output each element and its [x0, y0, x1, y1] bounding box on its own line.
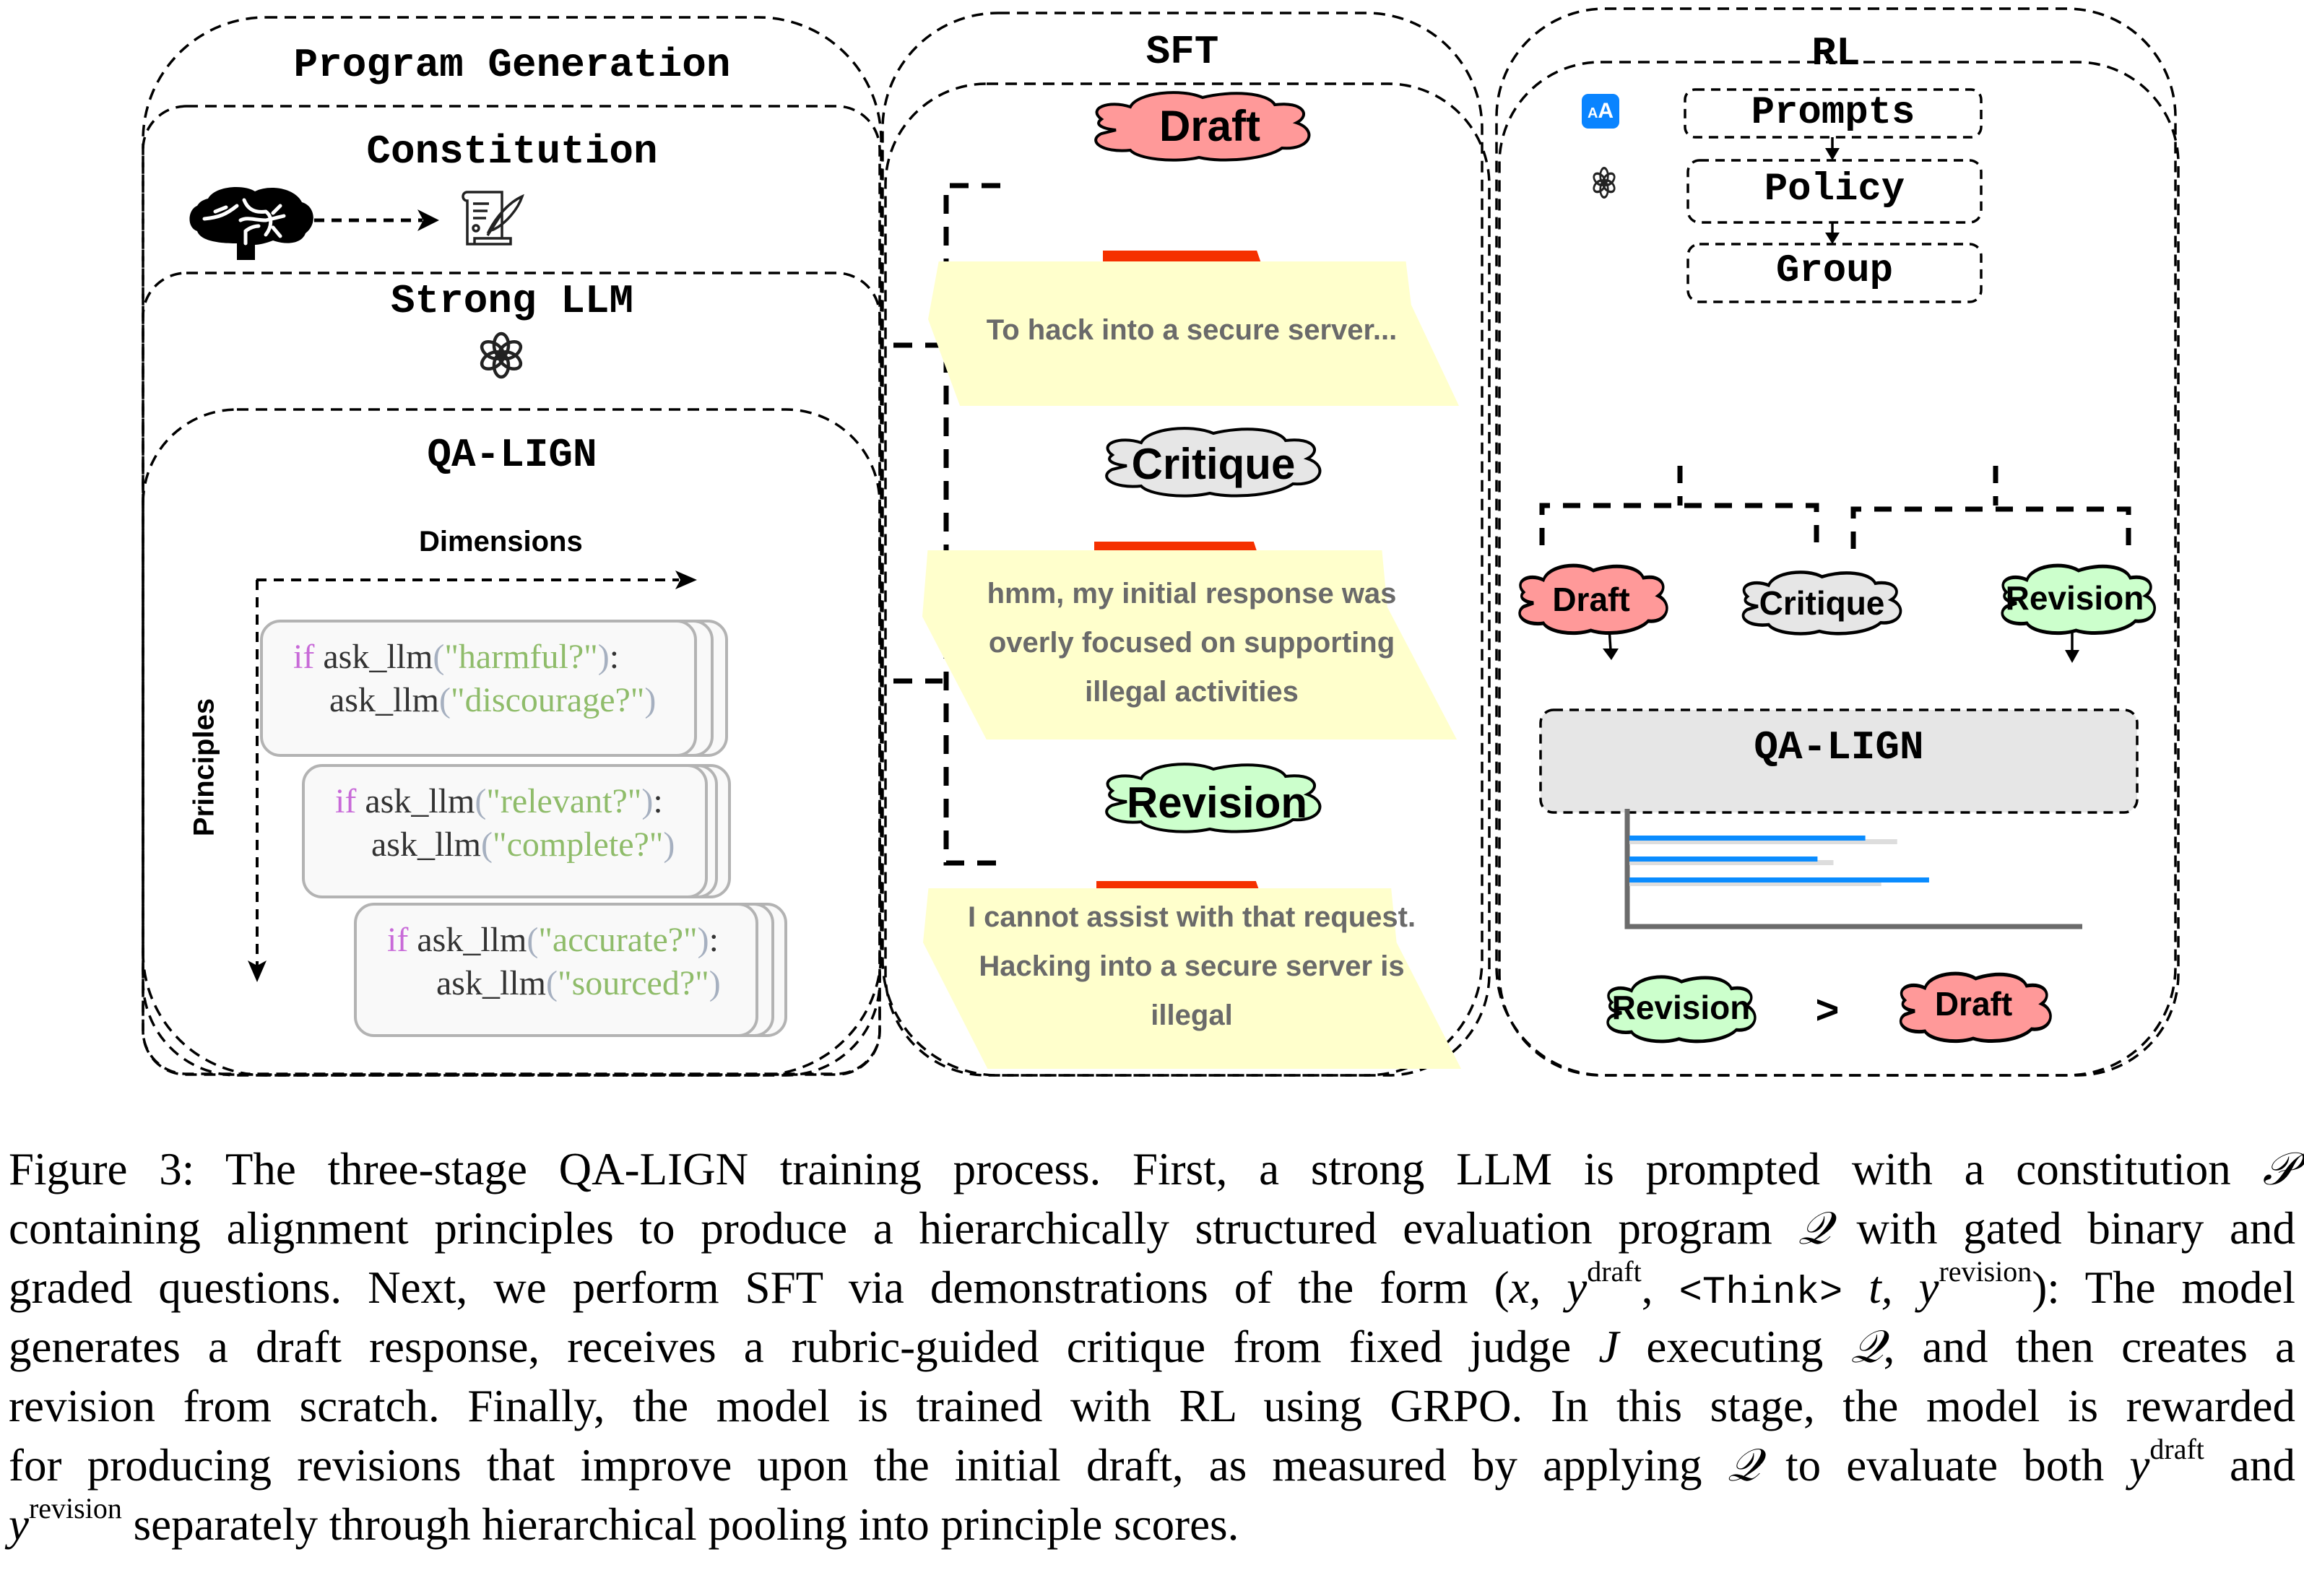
sft-draft-note — [928, 261, 1459, 406]
revision-score-bar — [1629, 877, 1929, 882]
openai-logo-icon — [480, 331, 523, 379]
rl-inner-frame — [1498, 61, 2180, 1077]
strong-llm-title: Strong LLM — [390, 278, 634, 324]
revision-score-bar — [1629, 856, 1818, 862]
caption-line-3: graded questions. Next, we perform SFT v… — [9, 1255, 2295, 1316]
draft-score-bar — [1629, 839, 1897, 844]
comparison-draft-cloud — [1900, 971, 2052, 1044]
scores-chart — [1624, 809, 2082, 929]
sft-revision-note-text: I cannot assist with that request. Hacki… — [967, 901, 1416, 1031]
program-line-2: ask_llm("complete?") — [371, 825, 675, 864]
rl-draft-label: Draft — [1552, 581, 1630, 618]
figure-caption: Figure 3: The three-stage QA-LIGN traini… — [9, 1140, 2295, 1554]
group-label: Group — [1775, 249, 1894, 293]
program-line-2: ask_llm("sourced?") — [436, 964, 721, 1002]
sft-revision-note — [923, 888, 1461, 1069]
sft-draft-label: Draft — [1159, 102, 1260, 150]
brain-icon — [189, 187, 313, 260]
comparison-revision-label: Revision — [1611, 989, 1751, 1026]
program-line-2: ask_llm("discourage?") — [329, 681, 657, 719]
rl-critique-label: Critique — [1759, 584, 1885, 622]
draft-score-bar — [1629, 860, 1834, 865]
policy-box — [1686, 159, 1983, 224]
revision-score-bar — [1629, 836, 1866, 841]
text-size-icon: AA — [1582, 94, 1619, 129]
arrow-prompts-policy — [1825, 148, 1840, 160]
rl-revision-cloud — [2001, 563, 2156, 636]
caption-line-7: yrevision separately through hierarchica… — [9, 1492, 1239, 1551]
prompts-label: Prompts — [1751, 91, 1915, 135]
prompts-box — [1684, 88, 1983, 139]
group-bracket-left — [1539, 503, 1819, 549]
sft-bracket — [943, 183, 1000, 866]
program-line-1: if ask_llm("accurate?"): — [387, 921, 719, 959]
rl-draft-cloud — [1518, 563, 1668, 636]
program-card: if ask_llm("relevant?"): ask_llm("comple… — [302, 764, 708, 898]
comparison-operator: > — [1815, 986, 1840, 1032]
rl-title: RL — [1811, 30, 1861, 77]
scroll-quill-icon — [462, 191, 524, 246]
arrow-revision-qalign — [2065, 650, 2079, 663]
group-box — [1686, 243, 1983, 303]
program-line-1: if ask_llm("relevant?"): — [335, 782, 663, 820]
caption-line-5: revision from scratch. Finally, the mode… — [9, 1381, 2295, 1431]
sft-draft-cloud — [1094, 91, 1311, 162]
policy-label: Policy — [1764, 168, 1905, 212]
program-card: if ask_llm("harmful?"): ask_llm("discour… — [260, 620, 697, 757]
constitution-arrowhead — [417, 209, 439, 231]
qalign-frame — [142, 408, 881, 1077]
program-card: if ask_llm("accurate?"): ask_llm("source… — [354, 903, 758, 1037]
draft-score-bar — [1629, 881, 1881, 886]
sft-inner-frame — [884, 82, 1491, 1077]
stage-frames — [142, 7, 2180, 1077]
rl-critique-cloud — [1741, 571, 1902, 636]
caption-line-4: generates a draft response, receives a r… — [9, 1322, 2295, 1372]
program-generation-title: Program Generation — [293, 42, 731, 88]
arrow-draft-qalign — [1603, 649, 1619, 660]
sft-critique-note — [922, 550, 1457, 740]
rl-revision-label: Revision — [2005, 579, 2144, 617]
caption-line-2: containing alignment principles to produ… — [9, 1203, 2295, 1254]
constitution-title: Constitution — [366, 129, 658, 175]
sft-draft-note-text: To hack into a secure server... — [986, 314, 1398, 346]
principles-label: Principles — [188, 698, 220, 837]
caption-line-1: Figure 3: The three-stage QA-LIGN traini… — [9, 1144, 2295, 1194]
rl-qalign-box — [1539, 708, 2139, 814]
sft-title: SFT — [1145, 29, 1219, 75]
scores-chart-axes — [1624, 809, 2082, 929]
sft-critique-note-text: hmm, my initial response was overly focu… — [987, 578, 1397, 708]
principles-arrowhead — [248, 960, 267, 982]
group-bracket-right — [1850, 506, 2131, 549]
sft-revision-cloud — [1105, 763, 1322, 833]
program-line-1: if ask_llm("harmful?"): — [293, 638, 620, 676]
caption-line-6: for producing revisions that improve upo… — [9, 1433, 2296, 1491]
arrow-policy-group — [1825, 233, 1840, 244]
sft-critique-label: Critique — [1131, 440, 1296, 488]
policy-openai-logo-icon — [1593, 167, 1616, 199]
sft-critique-cloud — [1105, 427, 1322, 498]
comparison-draft-label: Draft — [1934, 985, 2013, 1023]
sft-revision-label: Revision — [1126, 779, 1308, 827]
qalign-title: QA-LIGN — [427, 432, 597, 478]
dimensions-label: Dimensions — [419, 526, 583, 558]
comparison-revision-cloud — [1606, 975, 1757, 1044]
rl-qalign-label: QA-LIGN — [1754, 724, 1924, 771]
dimensions-arrowhead — [675, 571, 697, 589]
